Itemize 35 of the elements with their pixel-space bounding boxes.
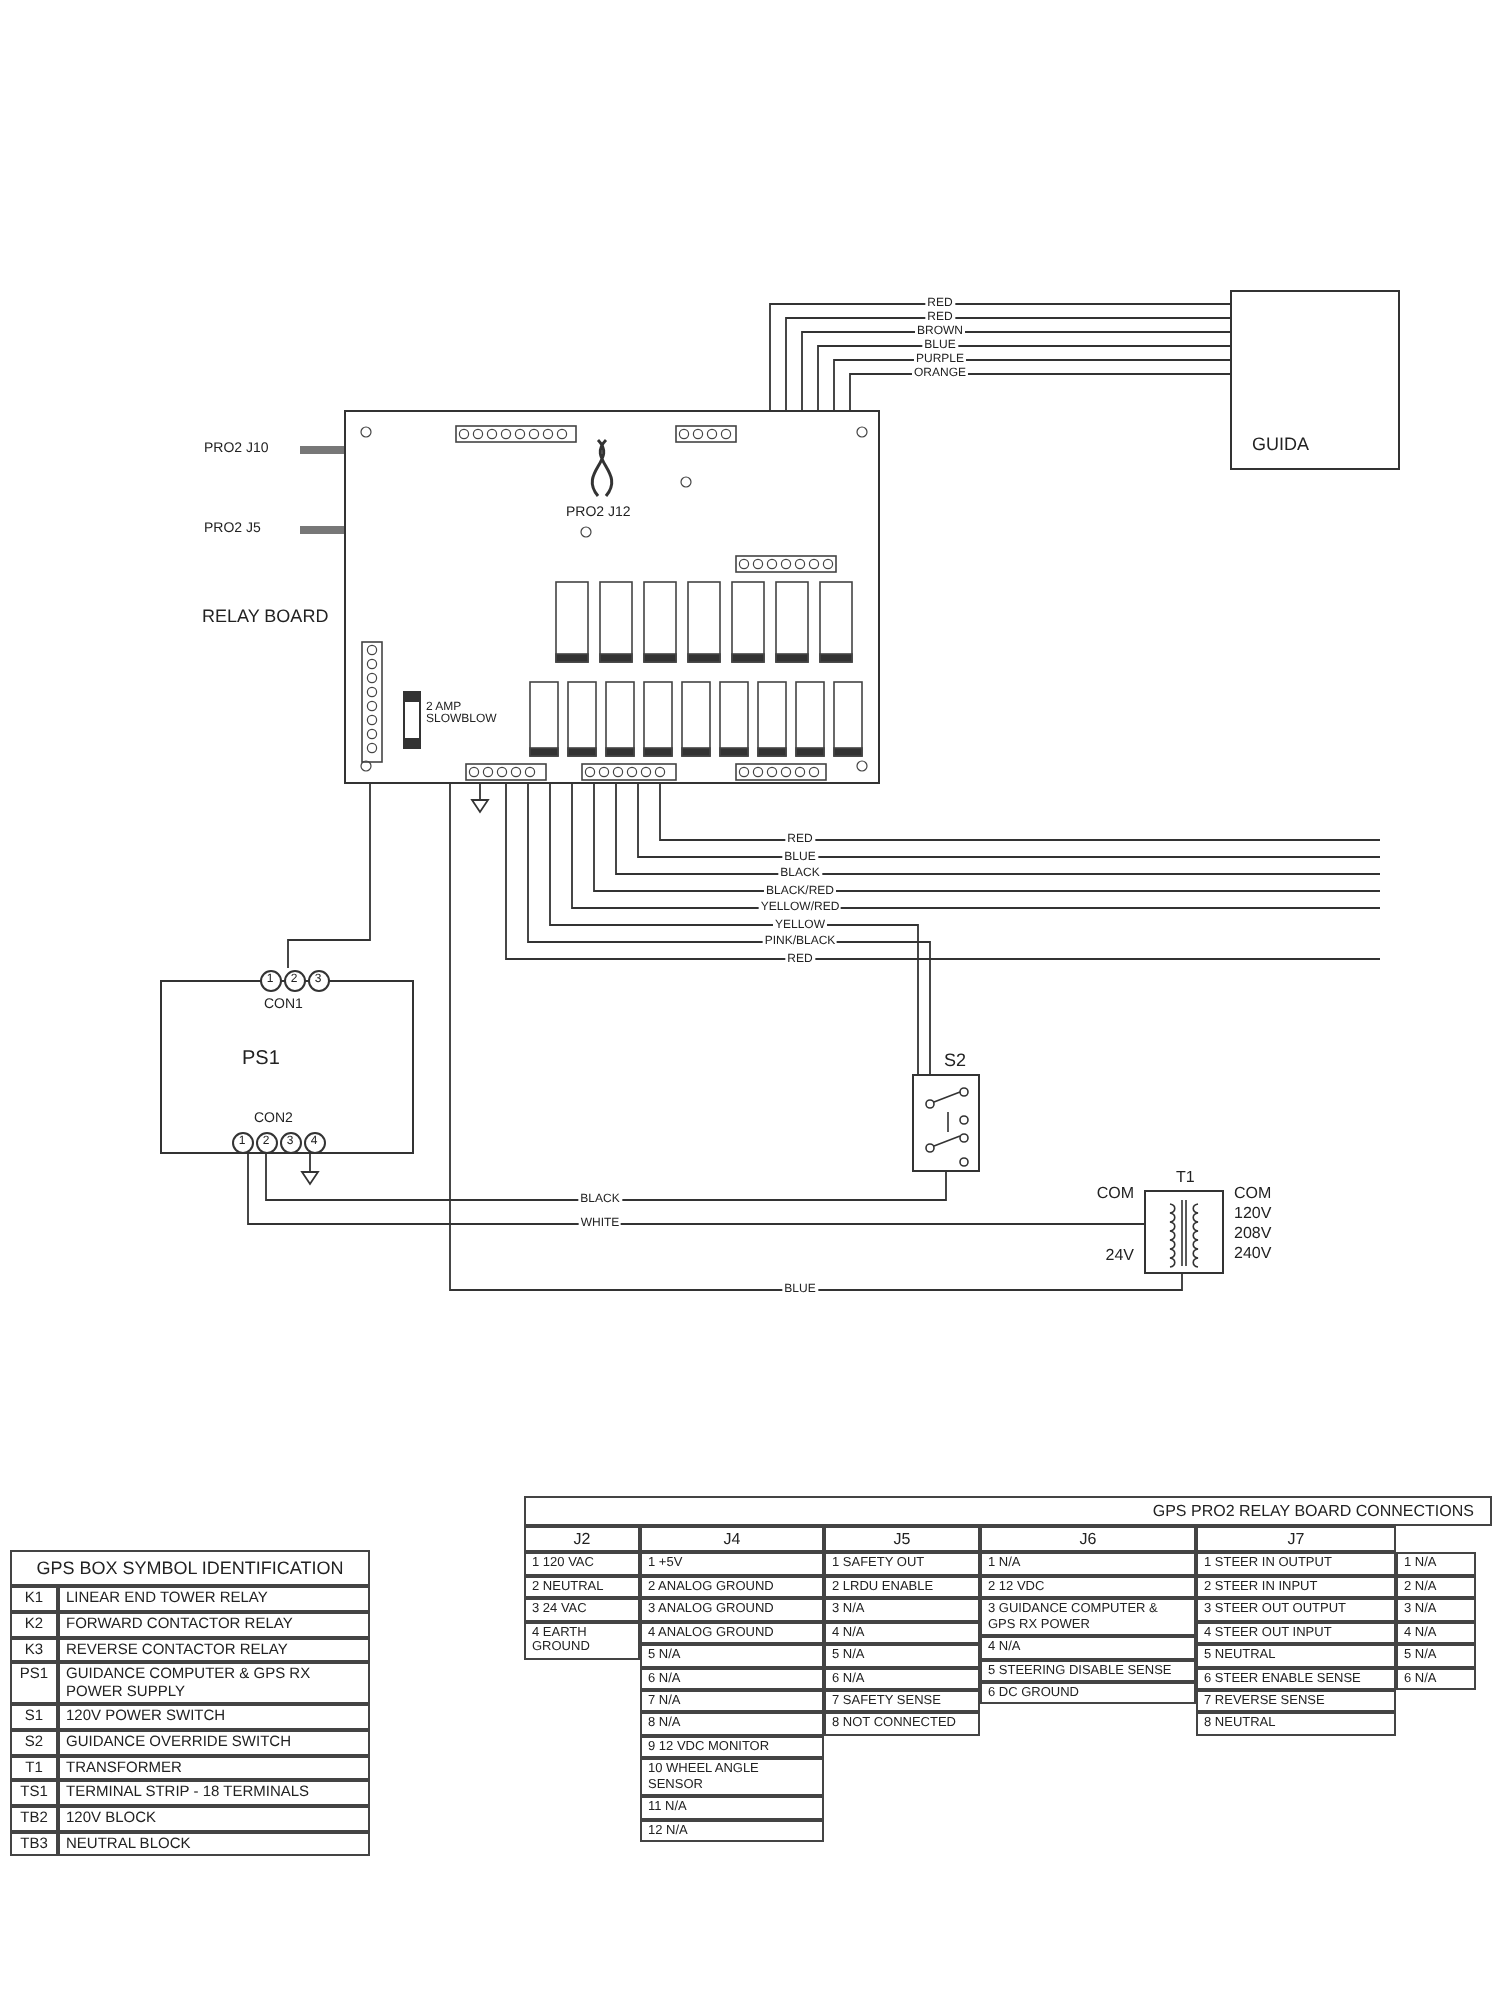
table-header: J7	[1196, 1526, 1396, 1553]
wire	[769, 303, 1231, 411]
terminal-label: 120V	[1234, 1206, 1272, 1222]
ribbon-cable	[300, 446, 344, 454]
wire	[287, 783, 371, 969]
wire	[265, 1153, 947, 1201]
wire	[659, 783, 1381, 841]
terminal-label: 208V	[1234, 1226, 1272, 1242]
wire	[801, 331, 1231, 411]
wire	[505, 783, 1381, 960]
table-header: J2	[524, 1526, 640, 1553]
table-header: GPS BOX SYMBOL IDENTIFICATION	[10, 1550, 370, 1587]
wire	[247, 1153, 1145, 1225]
wire	[637, 783, 1381, 858]
terminal-label: COM	[1234, 1186, 1272, 1202]
wire	[571, 783, 1381, 909]
component-label: T1	[1176, 1170, 1195, 1186]
table-header: J5	[824, 1526, 980, 1553]
table-header: J6	[980, 1526, 1196, 1553]
terminal-label: COM	[1096, 1186, 1134, 1202]
wire	[817, 345, 1231, 411]
wire	[615, 783, 1381, 875]
board-label: RELAY BOARD	[202, 608, 329, 626]
terminal-label: 240V	[1234, 1246, 1272, 1262]
guidance-box	[1230, 290, 1400, 470]
wire	[593, 783, 1381, 892]
wire	[785, 317, 1231, 411]
component-label: GUIDA	[1252, 436, 1310, 454]
table-header: J4	[640, 1526, 824, 1553]
ribbon-cable	[300, 526, 344, 534]
component-label: PS1	[242, 1050, 280, 1070]
wire	[449, 783, 1183, 1291]
terminal-label: 24V	[1105, 1248, 1134, 1264]
component-label: S2	[944, 1052, 967, 1070]
table-header: GPS PRO2 RELAY BOARD CONNECTIONS	[524, 1496, 1492, 1527]
